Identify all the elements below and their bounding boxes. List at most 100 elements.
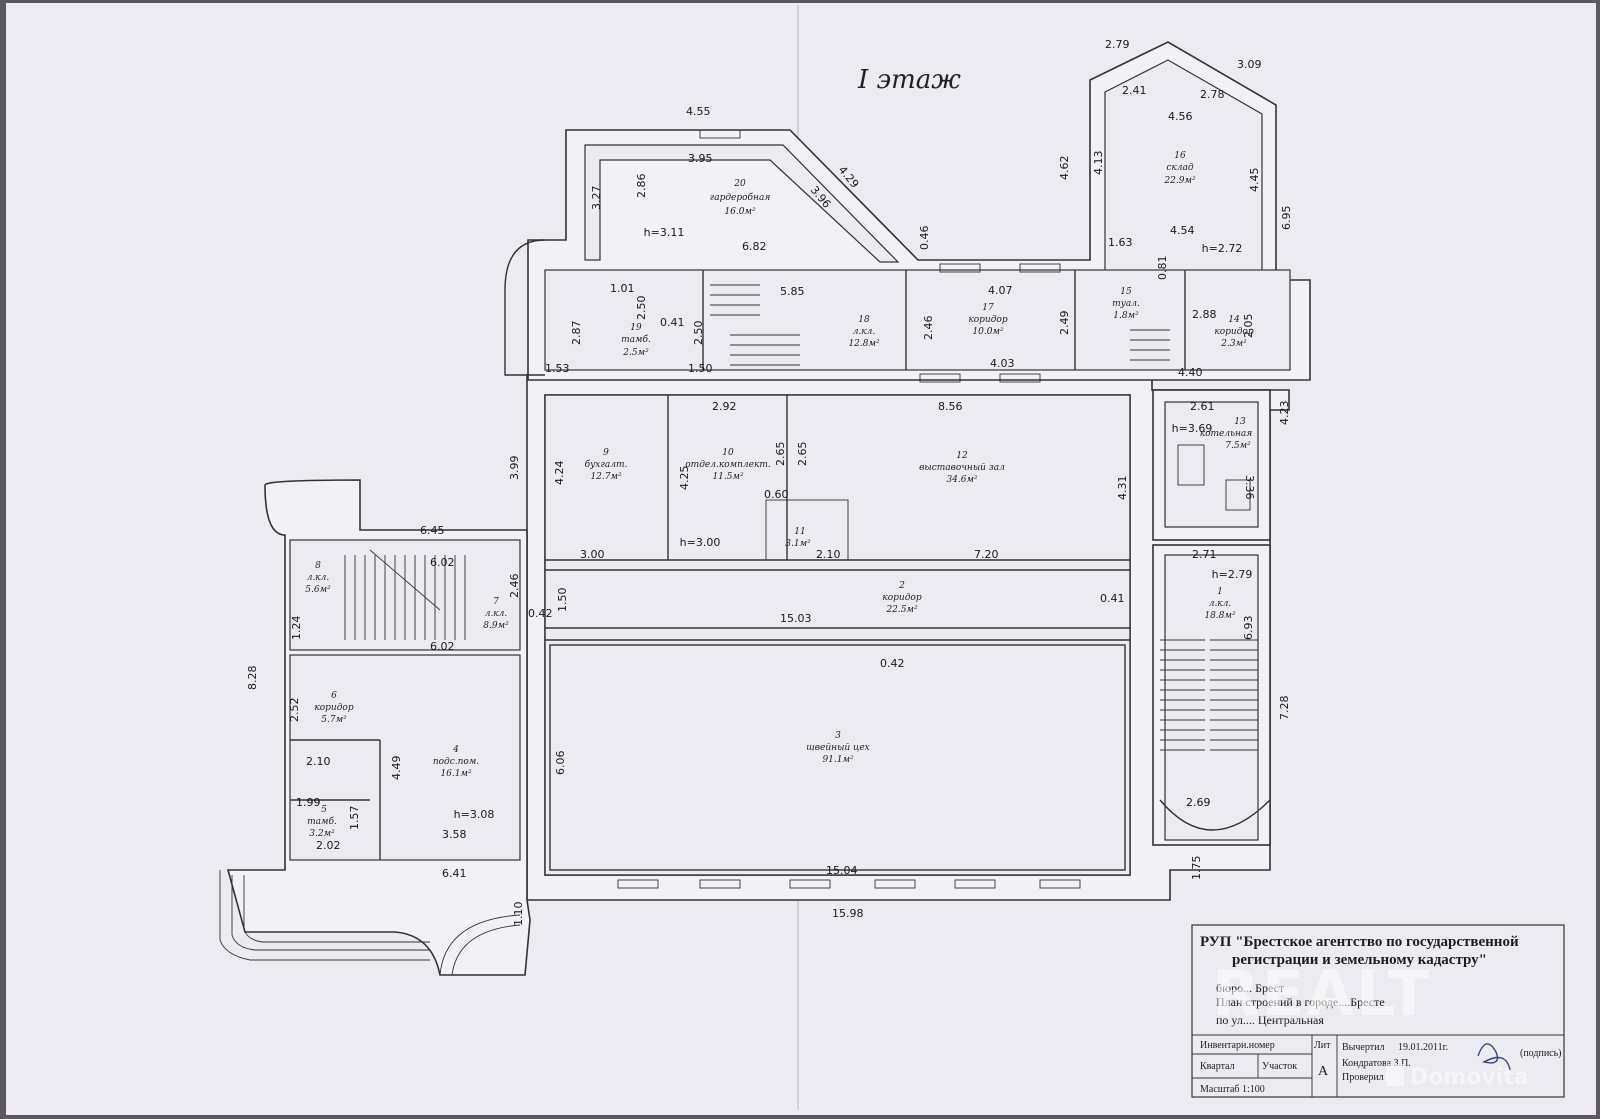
dim: 4.13 [1092,151,1105,176]
dim: 2.78 [1200,88,1225,101]
svg-text:1.8м²: 1.8м² [1113,311,1139,321]
dim: 2.69 [1186,796,1211,809]
dim: 1.57 [348,806,361,831]
dim: 2.65 [796,442,809,467]
walls [219,41,1311,976]
svg-text:5.6м²: 5.6м² [305,585,331,595]
svg-text:туал.: туал. [1112,299,1140,309]
svg-text:швейный цех: швейный цех [806,743,869,753]
dim: 2.88 [1192,308,1217,321]
dim: 4.55 [686,105,711,118]
dim: 3.99 [508,456,521,481]
svg-text:h=3.69: h=3.69 [1172,422,1213,435]
svg-text:10: 10 [722,448,734,458]
svg-text:л.кл.: л.кл. [307,573,330,583]
dim: 0.81 [1156,256,1169,281]
svg-text:бухгалт.: бухгалт. [585,459,628,470]
dim: 7.20 [974,548,999,561]
svg-text:7.5м²: 7.5м² [1225,441,1251,451]
dim: 1.01 [610,282,635,295]
dim: 1.50 [688,362,713,375]
svg-text:19: 19 [630,323,642,333]
dim: 15.04 [826,864,858,877]
dim: 2.61 [1190,400,1215,413]
dim: 4.40 [1178,366,1203,379]
dim: 1.53 [545,362,570,375]
room-7: 7л.кл.8.9м² [483,597,509,631]
dim: 3.36 [1243,475,1256,500]
svg-text:22.9м²: 22.9м² [1163,176,1196,186]
dim: 6.95 [1280,206,1293,231]
dim: 6.41 [442,867,467,880]
svg-text:л.кл.: л.кл. [853,327,876,337]
svg-text:9: 9 [603,448,609,458]
svg-text:18.8м²: 18.8м² [1204,611,1236,621]
floor-title: I этаж [857,65,961,95]
svg-text:гардеробная: гардеробная [710,192,771,203]
svg-text:2: 2 [898,581,905,591]
dim: 3.09 [1237,58,1262,71]
uchastok-label: Участок [1262,1061,1297,1072]
windows [617,129,1081,889]
svg-text:3.2м²: 3.2м² [309,829,335,839]
dim: 3.95 [688,152,713,165]
svg-text:11.5м²: 11.5м² [712,472,744,482]
svg-text:18: 18 [858,315,870,325]
dim: 4.25 [678,466,691,491]
signature [1477,1043,1511,1071]
checked-label: Проверил [1342,1072,1384,1083]
svg-text:13: 13 [1234,417,1246,427]
svg-text:16.0м²: 16.0м² [724,207,756,217]
plan-line: План строений в городе....Бресте [1216,995,1385,1009]
dim: 6.02 [430,556,455,569]
svg-text:подс.пом.: подс.пом. [433,757,479,767]
org-line2: регистрации и земельному кадастру" [1232,952,1487,968]
dim: 1.99 [296,796,321,809]
dim: 2.50 [635,296,648,321]
dim: 2.87 [570,321,583,346]
dim: 4.62 [1058,156,1071,181]
svg-text:20: 20 [733,179,746,189]
dim: 15.03 [780,612,812,625]
dim: 2.65 [774,442,787,467]
dim: 6.45 [420,524,445,537]
dim: 0.60 [764,488,789,501]
svg-text:12.8м²: 12.8м² [848,339,880,349]
dim: 2.41 [1122,84,1147,97]
svg-text:отдел.комплект.: отдел.комплект. [685,460,771,470]
dim: 2.10 [816,548,841,561]
dim: 4.56 [1168,110,1193,123]
svg-text:h=2.79: h=2.79 [1212,568,1253,581]
dim: 3.00 [580,548,605,561]
dim: 4.31 [1116,476,1129,501]
dim: 2.52 [288,698,301,723]
drawn-label: Вычертил [1342,1042,1384,1053]
svg-text:14: 14 [1228,315,1240,325]
dim: 2.79 [1105,38,1130,51]
svg-text:склад: склад [1166,163,1194,173]
dim: 1.10 [512,902,525,927]
dim: 0.42 [528,607,553,620]
svg-text:12.7м²: 12.7м² [590,472,622,482]
domovita-watermark: Domovita [1386,1064,1529,1090]
room-8: 8л.кл.5.6м² [305,561,331,595]
dim: 2.10 [306,755,331,768]
dimension-labels: 4.55 3.95 4.29 3.96 3.27 2.86 6.82 0.46 … [246,38,1293,926]
svg-text:91.1м²: 91.1м² [822,755,854,765]
svg-text:л.кл.: л.кл. [485,609,508,619]
svg-text:8.9м²: 8.9м² [483,621,509,631]
svg-text:2.5м²: 2.5м² [622,348,649,358]
svg-text:16.1м²: 16.1м² [440,769,472,779]
svg-text:л.кл.: л.кл. [1209,599,1232,609]
